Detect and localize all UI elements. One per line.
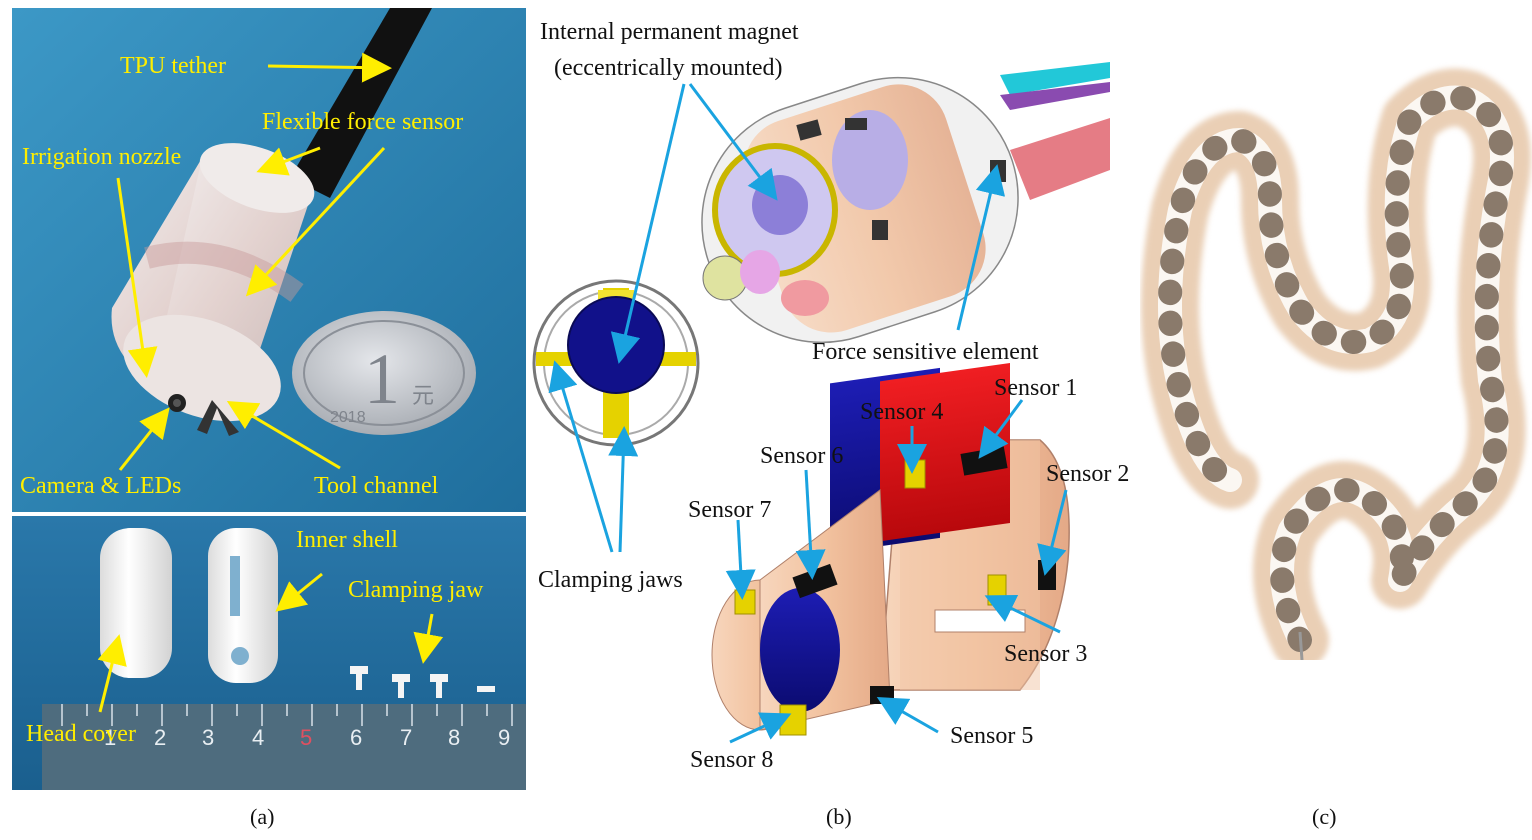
ruler-number: 7: [400, 725, 413, 750]
ruler-number: 9: [498, 725, 511, 750]
label-sensor-8: Sensor 8: [690, 747, 774, 773]
inner-shell-part: [208, 528, 278, 683]
sensor-assembly: [711, 363, 1070, 736]
tether-cable: [290, 8, 432, 198]
label-irrigation-nozzle: Irrigation nozzle: [22, 144, 182, 170]
ruler-number: 3: [202, 725, 215, 750]
panel-a-photo-top: 1 元 2018: [12, 8, 526, 512]
ruler-numbers: 1 2 3 4 5 6 7 8 9: [12, 725, 526, 755]
ruler: [42, 704, 526, 790]
ruler-number: 4: [252, 725, 265, 750]
clamping-jaw-parts: [350, 666, 495, 698]
svg-text:1: 1: [364, 339, 400, 419]
label-head-cover: Head cover: [26, 721, 136, 747]
panel-c-tag: (c): [1312, 804, 1337, 829]
label-sensor-5: Sensor 5: [950, 723, 1034, 749]
label-sensor-6: Sensor 6: [760, 443, 844, 469]
capsule-photo: 1 元 2018: [12, 8, 526, 512]
ruler-number: 2: [154, 725, 167, 750]
label-clamping-jaw: Clamping jaw: [348, 577, 484, 603]
colon-model: [1141, 68, 1531, 660]
ruler-number: 5: [300, 725, 313, 750]
label-inner-shell: Inner shell: [296, 527, 398, 553]
label-magnet-line1: Internal permanent magnet: [540, 19, 799, 45]
cross-section: [532, 279, 700, 447]
label-force-element: Force sensitive element: [812, 339, 1039, 365]
label-sensor-1: Sensor 1: [994, 375, 1078, 401]
label-sensor-4: Sensor 4: [860, 399, 944, 425]
label-flexible-force-sensor: Flexible force sensor: [262, 109, 464, 135]
panel-a-tag: (a): [250, 804, 275, 829]
coin: [292, 311, 476, 435]
label-tool-channel: Tool channel: [314, 473, 439, 499]
label-sensor-7: Sensor 7: [688, 497, 772, 523]
svg-text:2018: 2018: [330, 409, 366, 426]
capsule-cad-top: [701, 62, 1110, 344]
label-clamping-jaws: Clamping jaws: [538, 567, 683, 593]
label-magnet-line2: (eccentrically mounted): [554, 55, 783, 81]
label-sensor-3: Sensor 3: [1004, 641, 1088, 667]
svg-text:元: 元: [412, 384, 434, 409]
panel-b-drawing: [532, 62, 1110, 744]
ruler-number: 1: [104, 725, 117, 750]
ruler-number: 6: [350, 725, 363, 750]
panel-b-tag: (b): [826, 804, 852, 829]
label-camera-leds: Camera & LEDs: [20, 473, 182, 499]
label-tpu-tether: TPU tether: [120, 53, 226, 79]
ruler-number: 8: [448, 725, 461, 750]
label-sensor-2: Sensor 2: [1046, 461, 1130, 487]
panel-a-arrows: [97, 52, 444, 713]
